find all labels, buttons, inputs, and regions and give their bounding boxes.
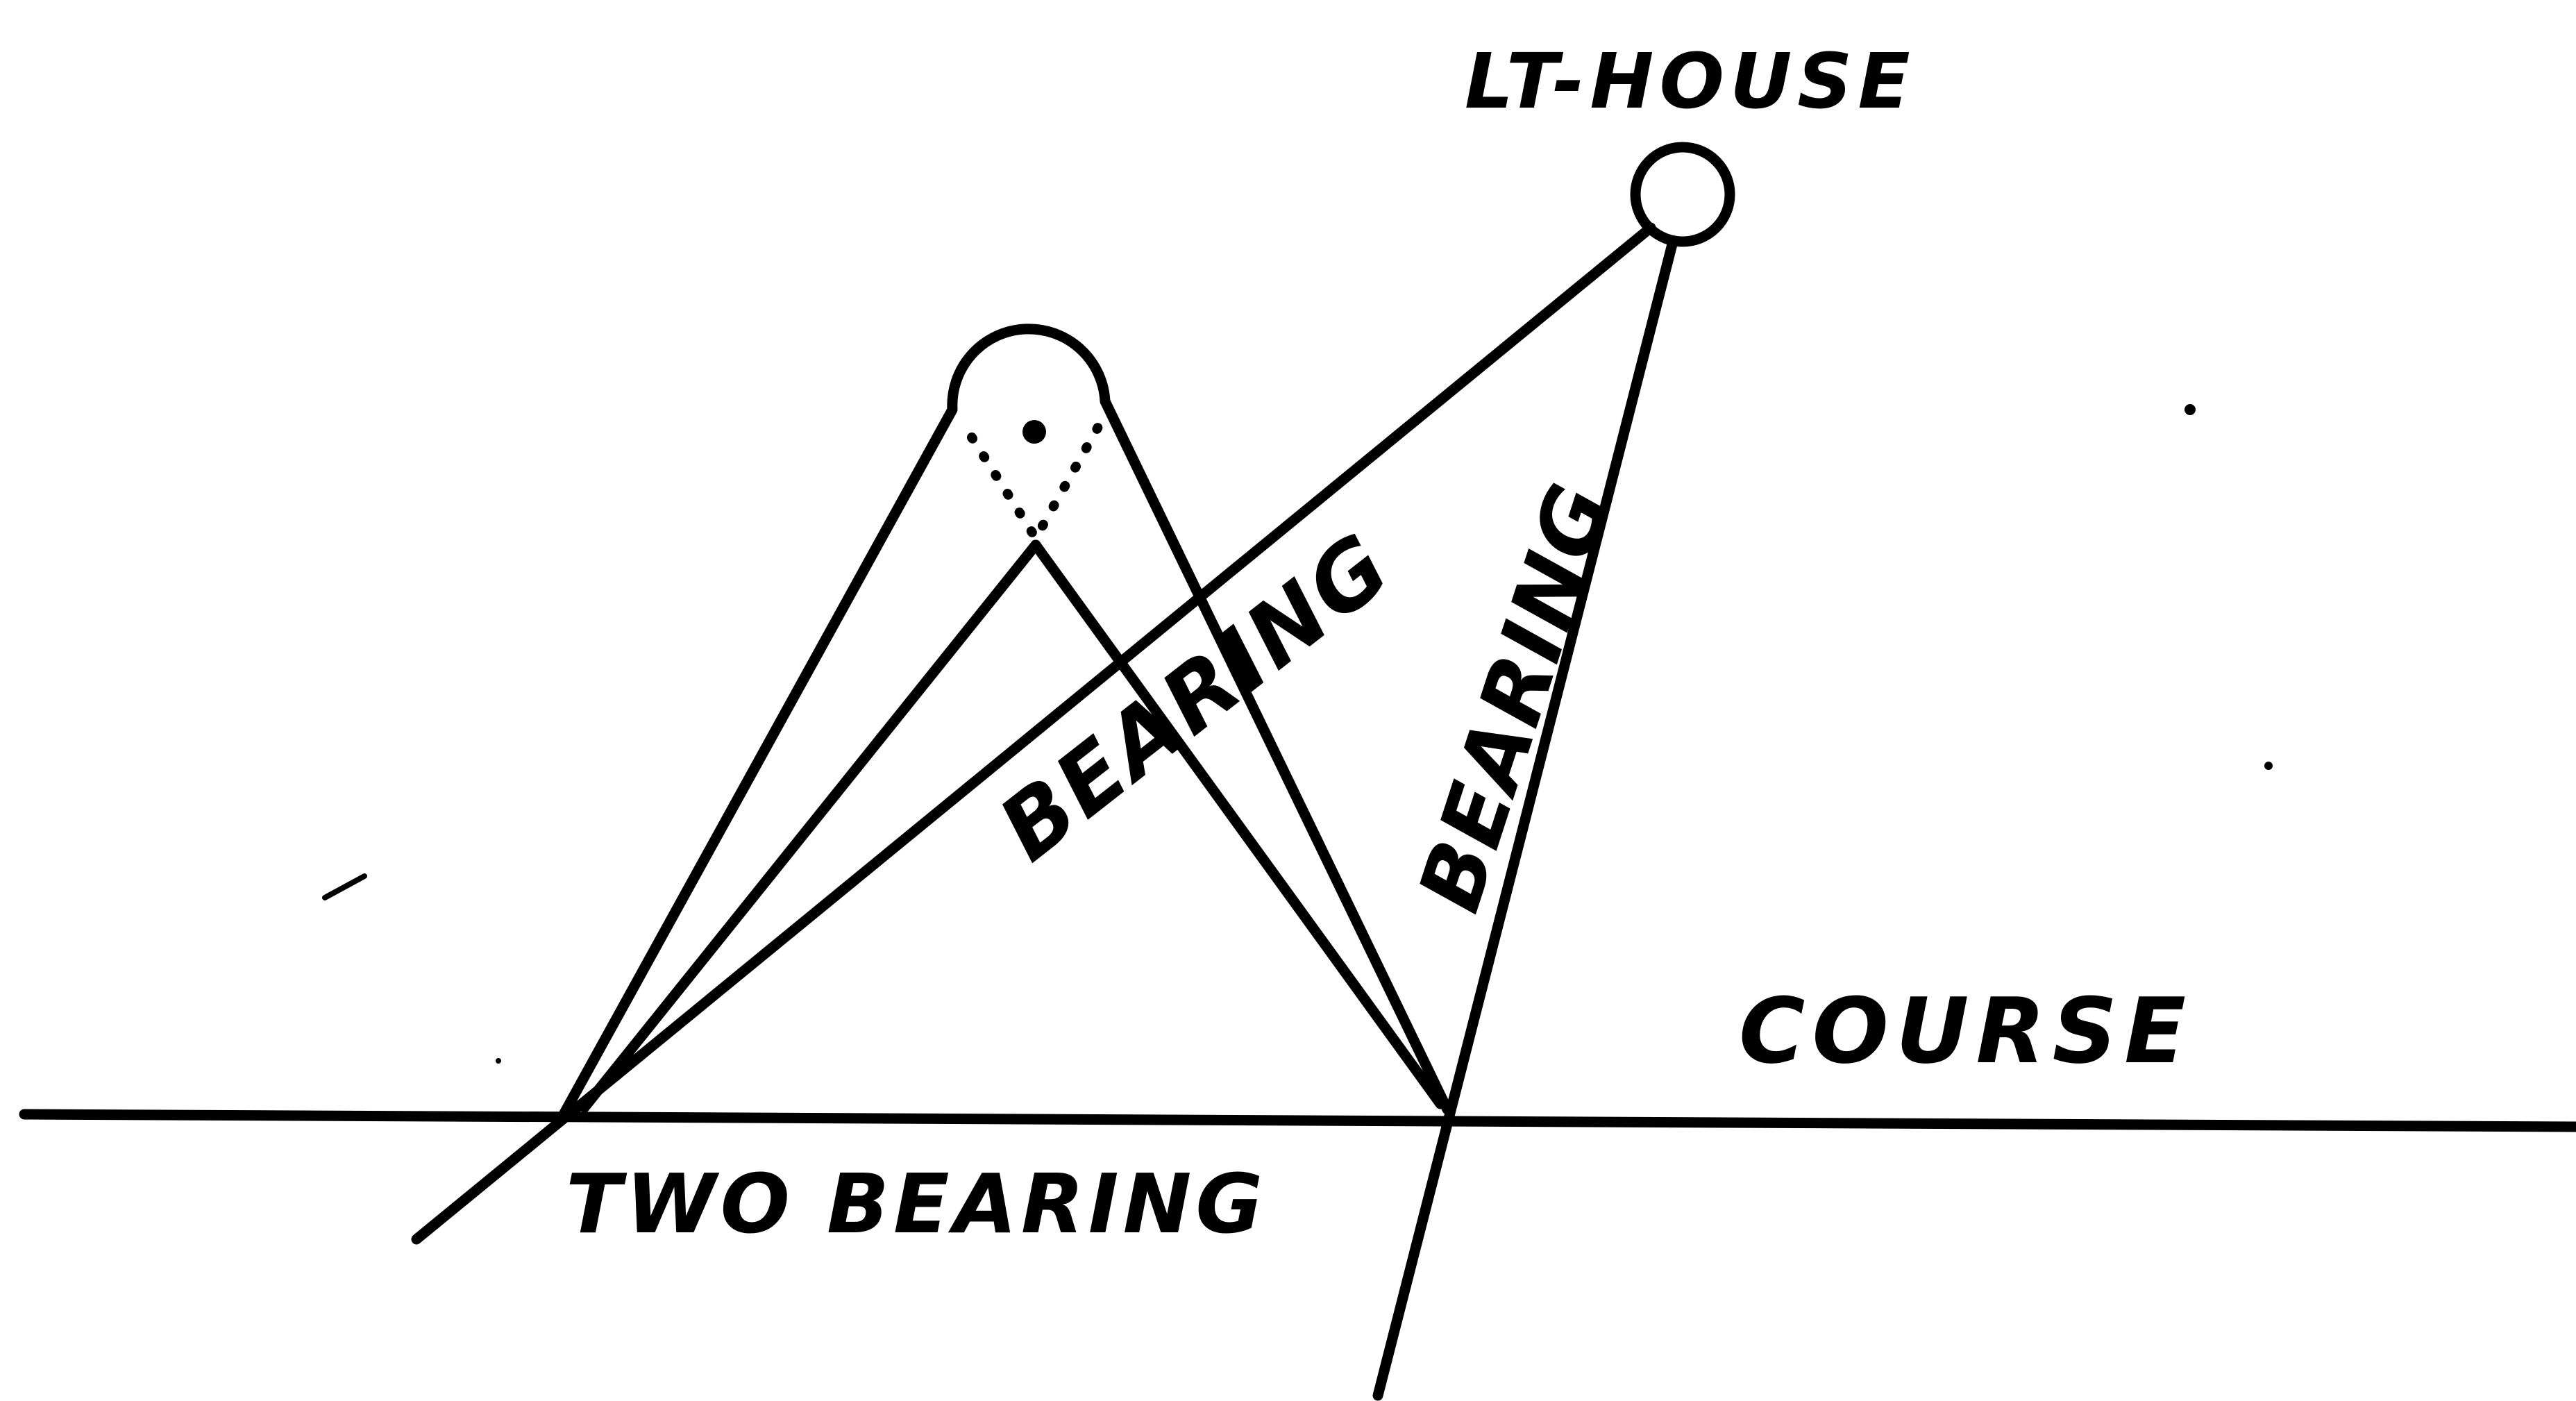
speck-2 — [2264, 762, 2273, 770]
bearing-line-2 — [1372, 236, 1678, 1401]
pivot-dot — [1022, 420, 1046, 444]
lighthouse-symbol — [1630, 142, 1735, 247]
divider-leg-left — [579, 539, 1041, 1113]
two-bearing-label: TWO BEARING — [566, 1156, 1267, 1252]
bearing-line-1 — [411, 222, 1656, 1245]
pivot-dotted-guides — [967, 422, 1103, 548]
stray-mark — [322, 873, 367, 900]
course-line — [19, 1109, 2576, 1132]
protractor-arch — [558, 324, 1453, 1120]
speck-3 — [496, 1058, 501, 1064]
lighthouse-label: LT-HOUSE — [1465, 37, 1916, 126]
course-label: COURSE — [1739, 978, 2193, 1084]
bearing-label-2: BEARING — [1400, 472, 1632, 923]
bearing-label-1: BEARING — [980, 513, 1411, 881]
divider-leg-right — [1030, 539, 1446, 1109]
speck-1 — [2184, 404, 2196, 415]
